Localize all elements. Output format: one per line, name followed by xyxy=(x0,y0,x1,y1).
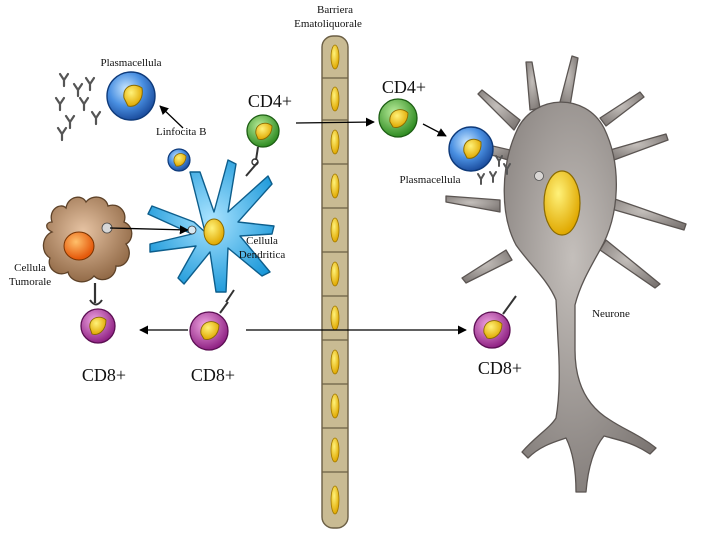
arrow-cd4-across-barrier xyxy=(295,117,375,127)
b-lymphocyte xyxy=(167,148,191,172)
plasma-cell-right xyxy=(448,126,494,172)
cd4-cell-left xyxy=(246,114,280,166)
dendritic-cell xyxy=(147,159,275,303)
cd8-cell-center xyxy=(189,301,229,351)
cd4-cell-right xyxy=(378,98,418,138)
tumor-label-line1: Cellula xyxy=(14,262,46,274)
cd8-label-center: CD8+ xyxy=(191,365,235,385)
arrow-cd4-to-plasma xyxy=(422,123,447,137)
plasma-label-top: Plasmacellula xyxy=(100,57,161,69)
cd4-label-right: CD4+ xyxy=(382,77,426,97)
cd8-cell-right xyxy=(473,295,517,349)
cd8-label-left: CD8+ xyxy=(82,365,126,385)
barrier-label-line1: Barriera xyxy=(317,4,353,16)
tumor-label-line2: Tumorale xyxy=(9,276,51,288)
antibodies-right xyxy=(477,155,511,185)
antibodies-left xyxy=(54,72,102,142)
tumor-cell xyxy=(42,196,133,306)
dendritic-label-line2: Dendritica xyxy=(239,249,286,261)
barrier-label-line2: Ematoliquorale xyxy=(294,18,362,30)
cd4-label-left: CD4+ xyxy=(248,91,292,111)
cd8-label-right: CD8+ xyxy=(478,358,522,378)
arrow-tumor-to-dendritic xyxy=(109,225,189,235)
neuron-label: Neurone xyxy=(592,308,630,320)
cd8-cell-left xyxy=(80,308,116,344)
arrow-b-to-plasma xyxy=(159,105,184,129)
linfocita-b-label: Linfocita B xyxy=(156,126,206,138)
dendritic-label-line1: Cellula xyxy=(246,235,278,247)
plasma-cell-left xyxy=(106,71,156,121)
barrier-column xyxy=(321,35,349,529)
arrows xyxy=(109,105,467,335)
neuron-cell xyxy=(445,55,687,493)
plasma-label-right: Plasmacellula xyxy=(399,174,460,186)
